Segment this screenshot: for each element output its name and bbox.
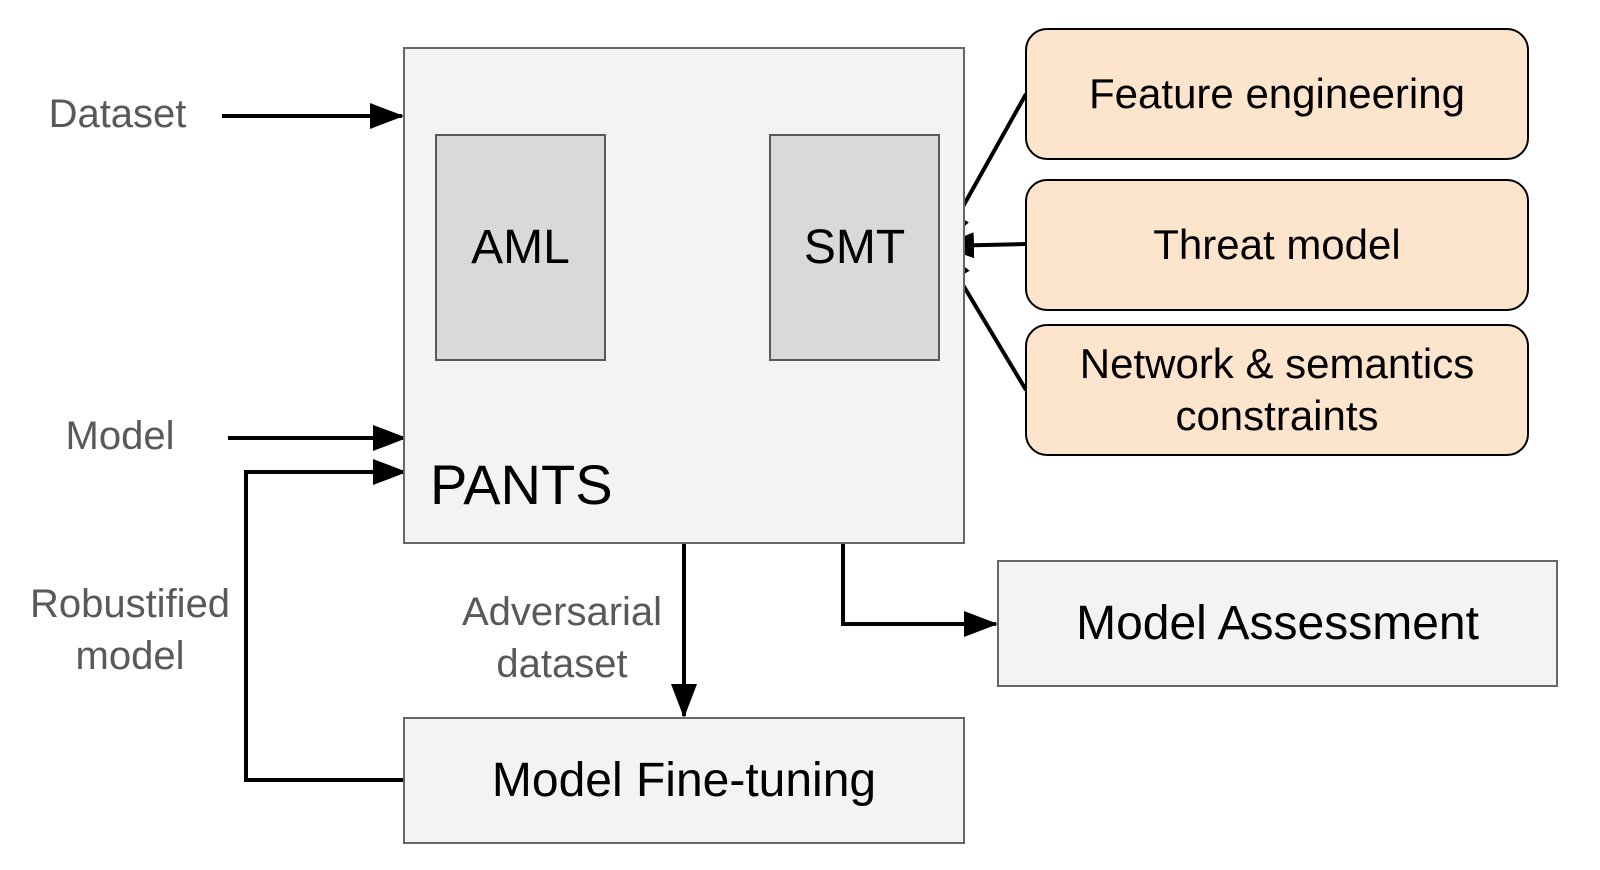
adversarial-line2: dataset bbox=[496, 642, 628, 686]
model-assessment-box[interactable]: Model Assessment bbox=[997, 560, 1558, 687]
network-semantics-line2: constraints bbox=[1175, 392, 1379, 439]
model-finetuning-label: Model Fine-tuning bbox=[491, 754, 877, 807]
model-assessment-arrow bbox=[841, 541, 998, 637]
pants-label: PANTS bbox=[430, 453, 613, 516]
feature-engineering-box[interactable]: Feature engineering bbox=[1025, 28, 1529, 160]
model-finetuning-box[interactable]: Model Fine-tuning bbox=[403, 717, 965, 844]
aml-box[interactable]: AML bbox=[435, 134, 606, 361]
network-semantics-line1: Network & semantics bbox=[1079, 340, 1475, 387]
dataset-label: Dataset bbox=[48, 92, 187, 136]
robustified-line2: model bbox=[75, 634, 185, 678]
threat-model-label: Threat model bbox=[1153, 221, 1401, 268]
adversarial-dataset-label: Adversarial dataset bbox=[448, 586, 676, 690]
aml-label: AML bbox=[471, 221, 570, 274]
threat-model-box[interactable]: Threat model bbox=[1025, 179, 1529, 311]
network-semantics-box[interactable]: Network & semantics constraints bbox=[1025, 324, 1529, 456]
smt-box[interactable]: SMT bbox=[769, 134, 940, 361]
adversarial-line1: Adversarial bbox=[461, 590, 663, 634]
robustified-line1: Robustified bbox=[29, 582, 231, 626]
smt-label: SMT bbox=[803, 221, 906, 274]
robustified-model-arrow bbox=[244, 459, 407, 782]
model-label: Model bbox=[65, 414, 175, 458]
feature-engineering-label: Feature engineering bbox=[1089, 70, 1465, 117]
robustified-model-label: Robustified model bbox=[10, 578, 250, 682]
model-assessment-label: Model Assessment bbox=[1076, 597, 1479, 650]
